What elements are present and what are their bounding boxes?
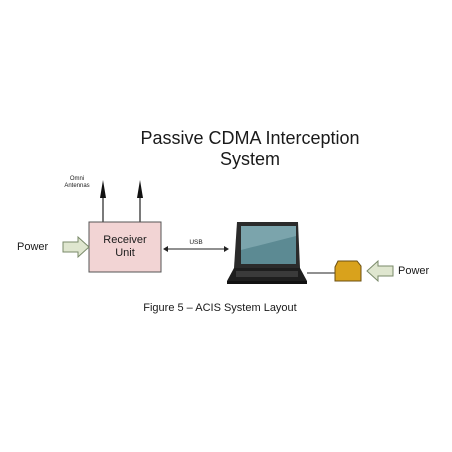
laptop-icon: [227, 222, 307, 284]
usb-connection-arrow: [163, 246, 229, 252]
receiver-unit-box: [88, 221, 162, 273]
diagram-title-line2: System: [219, 149, 280, 169]
receiver-unit-label-line2: Unit: [115, 247, 135, 259]
power-adapter-icon: [334, 260, 362, 282]
power-left-label: Power: [17, 241, 49, 253]
omni-antennas-label-line1: Omni: [69, 176, 85, 182]
antenna-left-icon: [100, 180, 106, 222]
diagram-title-line1: Passive CDMA Interception: [140, 128, 360, 148]
figure-caption: Figure 5 – ACIS System Layout: [143, 302, 297, 314]
receiver-unit-label-line1: Receiver: [103, 234, 147, 246]
usb-label: USB: [189, 239, 203, 246]
omni-antennas-label-line2: Antennas: [64, 183, 90, 189]
antenna-right-icon: [137, 180, 143, 222]
power-arrow-left-icon: [62, 235, 90, 259]
power-right-label: Power: [398, 265, 430, 277]
power-arrow-right-icon: [366, 259, 394, 283]
